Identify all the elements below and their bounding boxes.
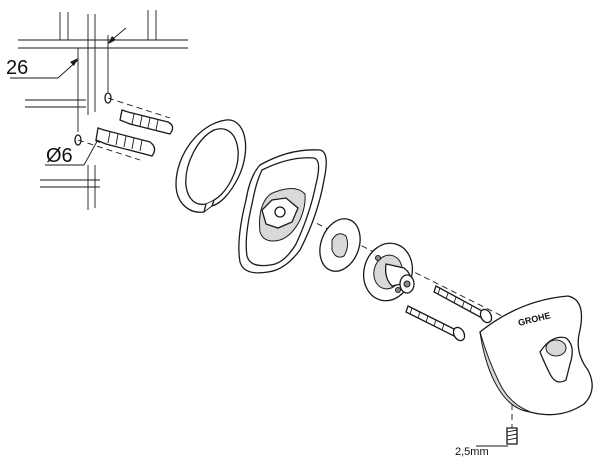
grub-screw: 2,5mm bbox=[455, 427, 518, 458]
spacing-dimension: 26 bbox=[6, 27, 127, 132]
wall-flange bbox=[238, 149, 327, 274]
mounting-plate bbox=[362, 242, 415, 302]
screw-lower bbox=[405, 305, 466, 342]
wall-plug-lower bbox=[95, 127, 156, 157]
diameter-dimension: Ø6 bbox=[45, 134, 101, 167]
screw-upper bbox=[433, 285, 493, 324]
spacing-dimension-label: 26 bbox=[6, 57, 28, 79]
split-ring bbox=[175, 119, 247, 213]
drill-holes bbox=[74, 92, 112, 146]
washer bbox=[319, 218, 361, 272]
hex-key-size-label: 2,5mm bbox=[455, 446, 489, 458]
wall-plug-upper bbox=[119, 109, 174, 135]
wall-tile-grid bbox=[18, 10, 188, 210]
diameter-dimension-label: Ø6 bbox=[46, 145, 73, 167]
shower-holder: GROHE bbox=[479, 295, 593, 416]
